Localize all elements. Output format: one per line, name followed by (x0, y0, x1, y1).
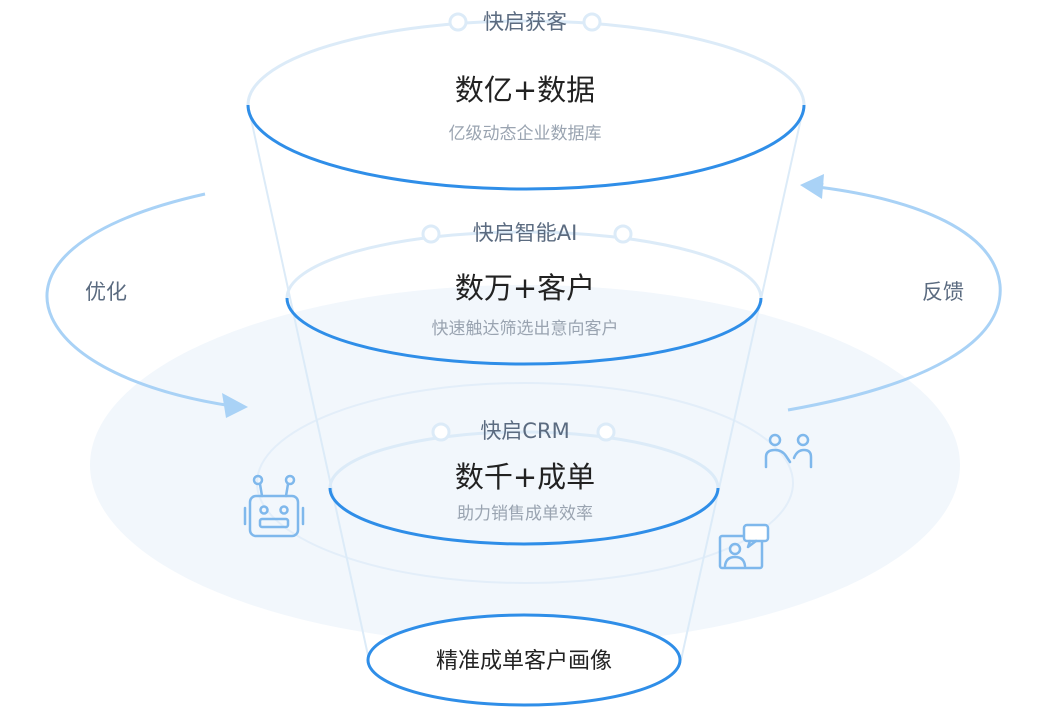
people-icon (764, 433, 813, 469)
funnel-left-wall (247, 104, 370, 661)
video-chat-icon (718, 523, 770, 570)
stage-1-tag-dot-right (582, 12, 602, 32)
stage-1-ring (246, 19, 806, 191)
robot-icon (243, 474, 305, 538)
stage-1-subtitle: 亿级动态企业数据库 (449, 124, 602, 144)
stage-3-title: 数千+成单 (455, 460, 595, 494)
stage-2-tag-dot-right (613, 224, 633, 244)
right-cycle-label: 反馈 (922, 280, 964, 304)
left-arrowhead-icon (222, 393, 248, 418)
stage-3-tag-dot-right (596, 422, 616, 442)
stage-3-subtitle: 助力销售成单效率 (457, 504, 593, 524)
stage-2-ring (285, 230, 763, 366)
stage-1-title: 数亿+数据 (455, 73, 595, 107)
funnel-right-wall (680, 104, 805, 661)
stage-2-title: 数万+客户 (455, 271, 595, 305)
left-cycle-arrow (45, 192, 237, 411)
stage-1-tag-dot-left (448, 12, 468, 32)
stage-3-tag: 快启CRM (480, 419, 569, 443)
stage-2-subtitle: 快速触达筛选出意向客户 (432, 319, 619, 339)
right-cycle-arrow (787, 182, 1002, 412)
stage-3-ring (328, 430, 720, 546)
stage-1-tag: 快启获客 (483, 10, 567, 34)
left-cycle-label: 优化 (85, 280, 127, 304)
right-arrowhead-icon (800, 174, 824, 199)
stage-2-tag-dot-left (421, 224, 441, 244)
stage-2-tag: 快启智能AI (473, 221, 578, 245)
stage-3-tag-dot-left (431, 422, 451, 442)
bottom-ellipse (366, 613, 682, 707)
bottom-label: 精准成单客户画像 (436, 649, 612, 674)
